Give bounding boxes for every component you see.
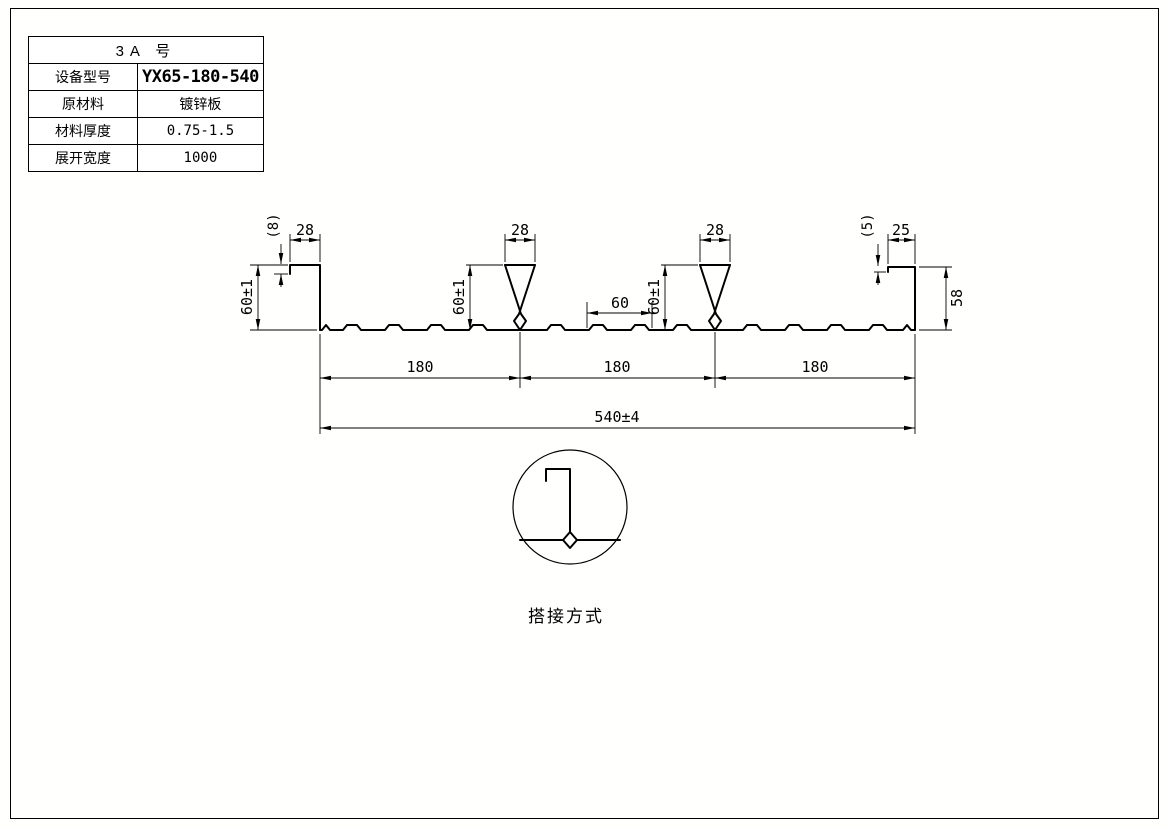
dim-text-left-lip: (8) <box>266 213 282 238</box>
dim-overall: 540±4 <box>320 408 915 431</box>
sheet-border <box>10 8 1159 819</box>
dimensions: (8) 28 60±1 28 <box>238 213 966 434</box>
dim-text-pitch2: 180 <box>603 358 630 376</box>
dim-right-lip: (5) <box>860 213 886 285</box>
dim-text-rib1-width: 28 <box>511 221 529 239</box>
dim-rib1-width: 28 <box>504 221 536 262</box>
profile-outline <box>289 264 916 331</box>
rib1-right-wall <box>513 264 536 331</box>
detail-interlock-diamond <box>562 531 578 549</box>
dim-text-overall: 540±4 <box>594 408 639 426</box>
dim-rib2-height: 60±1 <box>645 264 698 330</box>
dim-pitches: 180 180 180 <box>319 332 916 434</box>
dim-center-flat: 60 <box>586 294 653 328</box>
dim-text-left-width: 28 <box>296 221 314 239</box>
dim-text-right-width: 25 <box>892 221 910 239</box>
table-row: 展开宽度 1000 <box>28 144 264 172</box>
dim-left-width: 28 <box>289 221 321 262</box>
dim-text-pitch3: 180 <box>801 358 828 376</box>
dim-text-rib1-height: 60±1 <box>450 279 468 315</box>
dim-rib1-height: 60±1 <box>450 264 503 330</box>
dim-right-height: 58 <box>919 266 966 331</box>
detail-circle <box>512 449 628 565</box>
dim-right-width: 25 <box>887 221 916 264</box>
width-label: 展开宽度 <box>28 144 138 172</box>
model-value: YX65-180-540 <box>137 63 264 91</box>
thickness-label: 材料厚度 <box>28 117 138 145</box>
dim-text-rib2-width: 28 <box>706 221 724 239</box>
width-value: 1000 <box>137 144 264 172</box>
detail-caption: 搭接方式 <box>528 607 604 626</box>
dim-text-right-lip: (5) <box>860 213 876 238</box>
rib2-left-wall <box>699 264 722 331</box>
dim-left-lip: (8) <box>266 213 288 287</box>
dim-text-rib2-height: 60±1 <box>645 279 663 315</box>
bottom-flange <box>319 324 916 331</box>
dim-text-pitch1: 180 <box>406 358 433 376</box>
table-row: 材料厚度 0.75-1.5 <box>28 117 264 145</box>
dim-text-right-height: 58 <box>948 289 966 307</box>
right-edge-rib <box>887 266 916 331</box>
material-value: 镀锌板 <box>137 90 264 118</box>
rib2-right-wall <box>708 264 731 331</box>
left-edge-rib <box>289 264 321 331</box>
dim-text-center-flat: 60 <box>611 294 629 312</box>
rib1-left-wall <box>504 264 527 331</box>
lap-joint-detail <box>512 449 628 565</box>
title-block: 3A 号 设备型号 YX65-180-540 原材料 镀锌板 材料厚度 0.75… <box>28 36 264 172</box>
detail-edge-rib <box>545 468 571 533</box>
dim-left-height: 60±1 <box>238 264 317 331</box>
dim-rib2-width: 28 <box>699 221 731 262</box>
dim-text-left-height: 60±1 <box>238 279 256 315</box>
table-row: 原材料 镀锌板 <box>28 90 264 118</box>
